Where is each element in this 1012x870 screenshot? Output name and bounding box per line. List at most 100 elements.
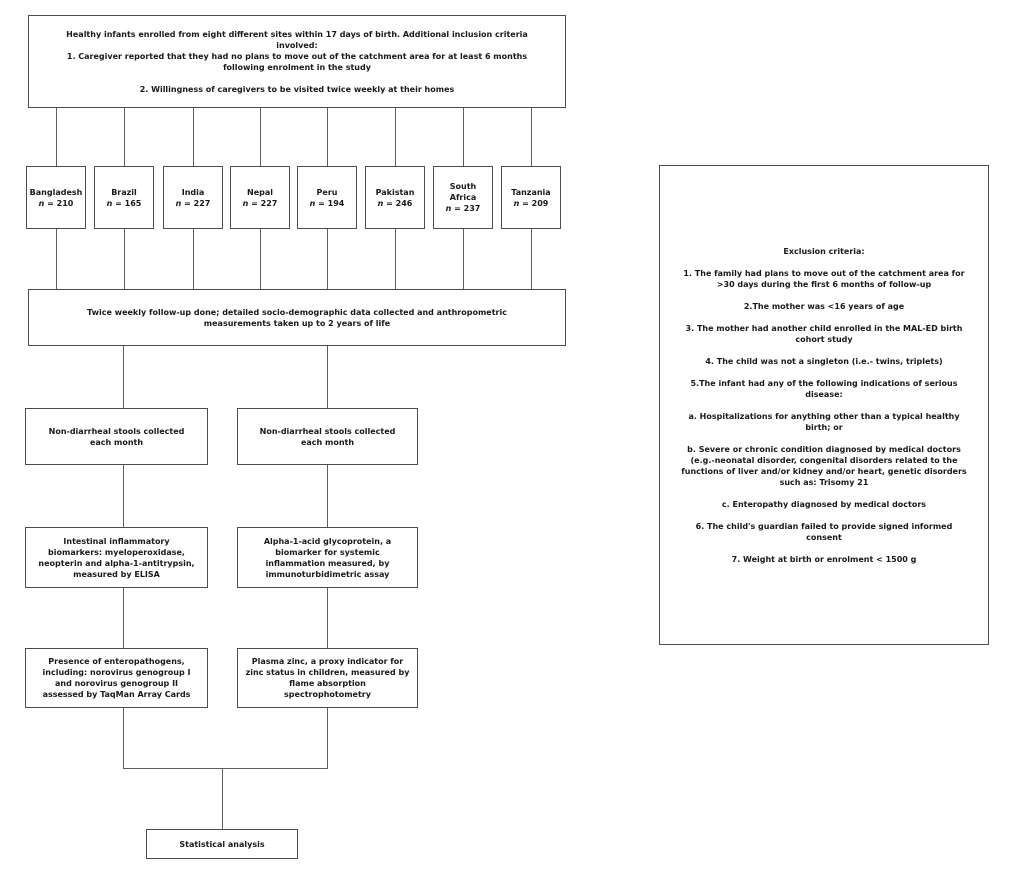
connector-line bbox=[327, 229, 328, 289]
text-line: 6. The child's guardian failed to provid… bbox=[695, 521, 953, 531]
text-line: Twice weekly follow-up done; detailed so… bbox=[87, 307, 507, 317]
exclusion-item: c. Enteropathy diagnosed by medical doct… bbox=[722, 499, 926, 510]
exclusion-item: 4. The child was not a singleton (i.e.- … bbox=[705, 356, 942, 367]
text-line: b. Severe or chronic condition diagnosed… bbox=[687, 444, 961, 454]
text-line: 2.The mother was <16 years of age bbox=[743, 301, 905, 311]
exclusion-item: 1. The family had plans to move out of t… bbox=[683, 268, 964, 290]
connector-line bbox=[56, 229, 57, 289]
text-line: c. Enteropathy diagnosed by medical doct… bbox=[721, 499, 927, 509]
text-line: following enrolment in the study bbox=[223, 62, 371, 72]
exclusion-item: 7. Weight at birth or enrolment < 1500 g bbox=[732, 554, 917, 565]
text-line: consent bbox=[806, 532, 842, 542]
country-name: Brazil bbox=[111, 187, 137, 197]
connector-line bbox=[531, 229, 532, 289]
exclusion-criteria-box: Exclusion criteria: 1. The family had pl… bbox=[659, 165, 989, 645]
exclusion-item: a. Hospitalizations for anything other t… bbox=[688, 411, 959, 433]
connector-line bbox=[123, 346, 124, 408]
text-line: 2. Willingness of caregivers to be visit… bbox=[139, 84, 455, 94]
text-line: zinc status in children, measured by bbox=[245, 668, 410, 677]
n-symbol: n bbox=[106, 198, 113, 208]
text-line: biomarker for systemic bbox=[275, 547, 380, 557]
connector-line bbox=[193, 229, 194, 289]
text-line: 1. Caregiver reported that they had no p… bbox=[66, 51, 528, 61]
text-line: each month bbox=[300, 437, 355, 447]
text-line: 4. The child was not a singleton (i.e.- … bbox=[705, 356, 943, 366]
country-n-count: n = 210 bbox=[39, 198, 74, 209]
country-n-count: n = 227 bbox=[243, 198, 278, 209]
text-line: including: norovirus genogroup I bbox=[42, 668, 191, 677]
text-line: spectrophotometry bbox=[284, 690, 371, 699]
text-line: 3. The mother had another child enrolled… bbox=[685, 323, 963, 333]
country-name: South Africa bbox=[449, 182, 477, 202]
connector-line bbox=[395, 229, 396, 289]
text-line: biomarkers: myeloperoxidase, bbox=[48, 547, 185, 557]
text-line: measured by ELISA bbox=[73, 569, 160, 579]
country-n-count: n = 194 bbox=[310, 198, 345, 209]
text-line: flame absorption bbox=[289, 679, 366, 688]
text-line: assessed by TaqMan Array Cards bbox=[42, 690, 191, 699]
text-line: Exclusion criteria: bbox=[783, 246, 865, 256]
n-value: = 227 bbox=[248, 198, 278, 208]
followup-box: Twice weekly follow-up done; detailed so… bbox=[28, 289, 566, 346]
inclusion-criteria-box: Healthy infants enrolled from eight diff… bbox=[28, 15, 566, 108]
connector-line bbox=[56, 108, 57, 166]
connector-line bbox=[260, 229, 261, 289]
text-line: a. Hospitalizations for anything other t… bbox=[688, 411, 960, 421]
country-n-count: n = 227 bbox=[176, 198, 211, 209]
connector-line bbox=[123, 768, 328, 769]
text-line: each month bbox=[89, 437, 144, 447]
n-symbol: n bbox=[377, 198, 384, 208]
n-symbol: n bbox=[175, 198, 182, 208]
text-line: neopterin and alpha-1-antitrypsin, bbox=[38, 558, 195, 568]
n-symbol: n bbox=[309, 198, 316, 208]
exclusion-item: b. Severe or chronic condition diagnosed… bbox=[681, 444, 966, 488]
connector-line bbox=[123, 708, 124, 768]
n-value: = 246 bbox=[383, 198, 413, 208]
text-line: measurements taken up to 2 years of life bbox=[203, 318, 391, 328]
plasma-zinc-box: Plasma zinc, a proxy indicator for zinc s… bbox=[237, 648, 418, 708]
text-line: >30 days during the first 6 months of fo… bbox=[716, 279, 932, 289]
text-line: disease: bbox=[805, 389, 843, 399]
text-line: Alpha-1-acid glycoprotein, a bbox=[263, 536, 392, 546]
text-line: Plasma zinc, a proxy indicator for bbox=[251, 657, 404, 666]
connector-line bbox=[123, 588, 124, 648]
country-name: Peru bbox=[316, 187, 338, 197]
text-line: Non-diarrheal stools collected bbox=[259, 426, 396, 436]
text-line: Non-diarrheal stools collected bbox=[48, 426, 185, 436]
connector-line bbox=[123, 465, 124, 527]
connector-line bbox=[327, 588, 328, 648]
enteropathogens-box: Presence of enteropathogens,including: n… bbox=[25, 648, 208, 708]
statistical-analysis-box: Statistical analysis bbox=[146, 829, 298, 859]
country-name: Bangladesh bbox=[29, 187, 83, 197]
connector-line bbox=[327, 465, 328, 527]
exclusion-title: Exclusion criteria: bbox=[783, 246, 864, 257]
text-line: cohort study bbox=[795, 334, 853, 344]
country-name: Tanzania bbox=[511, 187, 551, 197]
connector-line bbox=[124, 108, 125, 166]
n-symbol: n bbox=[513, 198, 520, 208]
text-line: involved: bbox=[276, 40, 318, 50]
text-line: Healthy infants enrolled from eight diff… bbox=[66, 29, 528, 39]
exclusion-item: 6. The child's guardian failed to provid… bbox=[696, 521, 953, 543]
text-line: birth; or bbox=[805, 422, 843, 432]
n-value: = 227 bbox=[181, 198, 211, 208]
country-n-count: n = 246 bbox=[378, 198, 413, 209]
country-name: Nepal bbox=[247, 187, 273, 197]
country-name: India bbox=[181, 187, 205, 197]
text-line: (e.g.-neonatal disorder, congenital diso… bbox=[690, 455, 958, 465]
exclusion-item: 2.The mother was <16 years of age bbox=[744, 301, 904, 312]
n-value: = 194 bbox=[315, 198, 345, 208]
country-name: Pakistan bbox=[375, 187, 415, 197]
n-value: = 210 bbox=[44, 198, 74, 208]
text-line: immunoturbidimetric assay bbox=[265, 569, 390, 579]
text-line: 1. The family had plans to move out of t… bbox=[683, 268, 965, 278]
connector-line bbox=[193, 108, 194, 166]
connector-line bbox=[124, 229, 125, 289]
